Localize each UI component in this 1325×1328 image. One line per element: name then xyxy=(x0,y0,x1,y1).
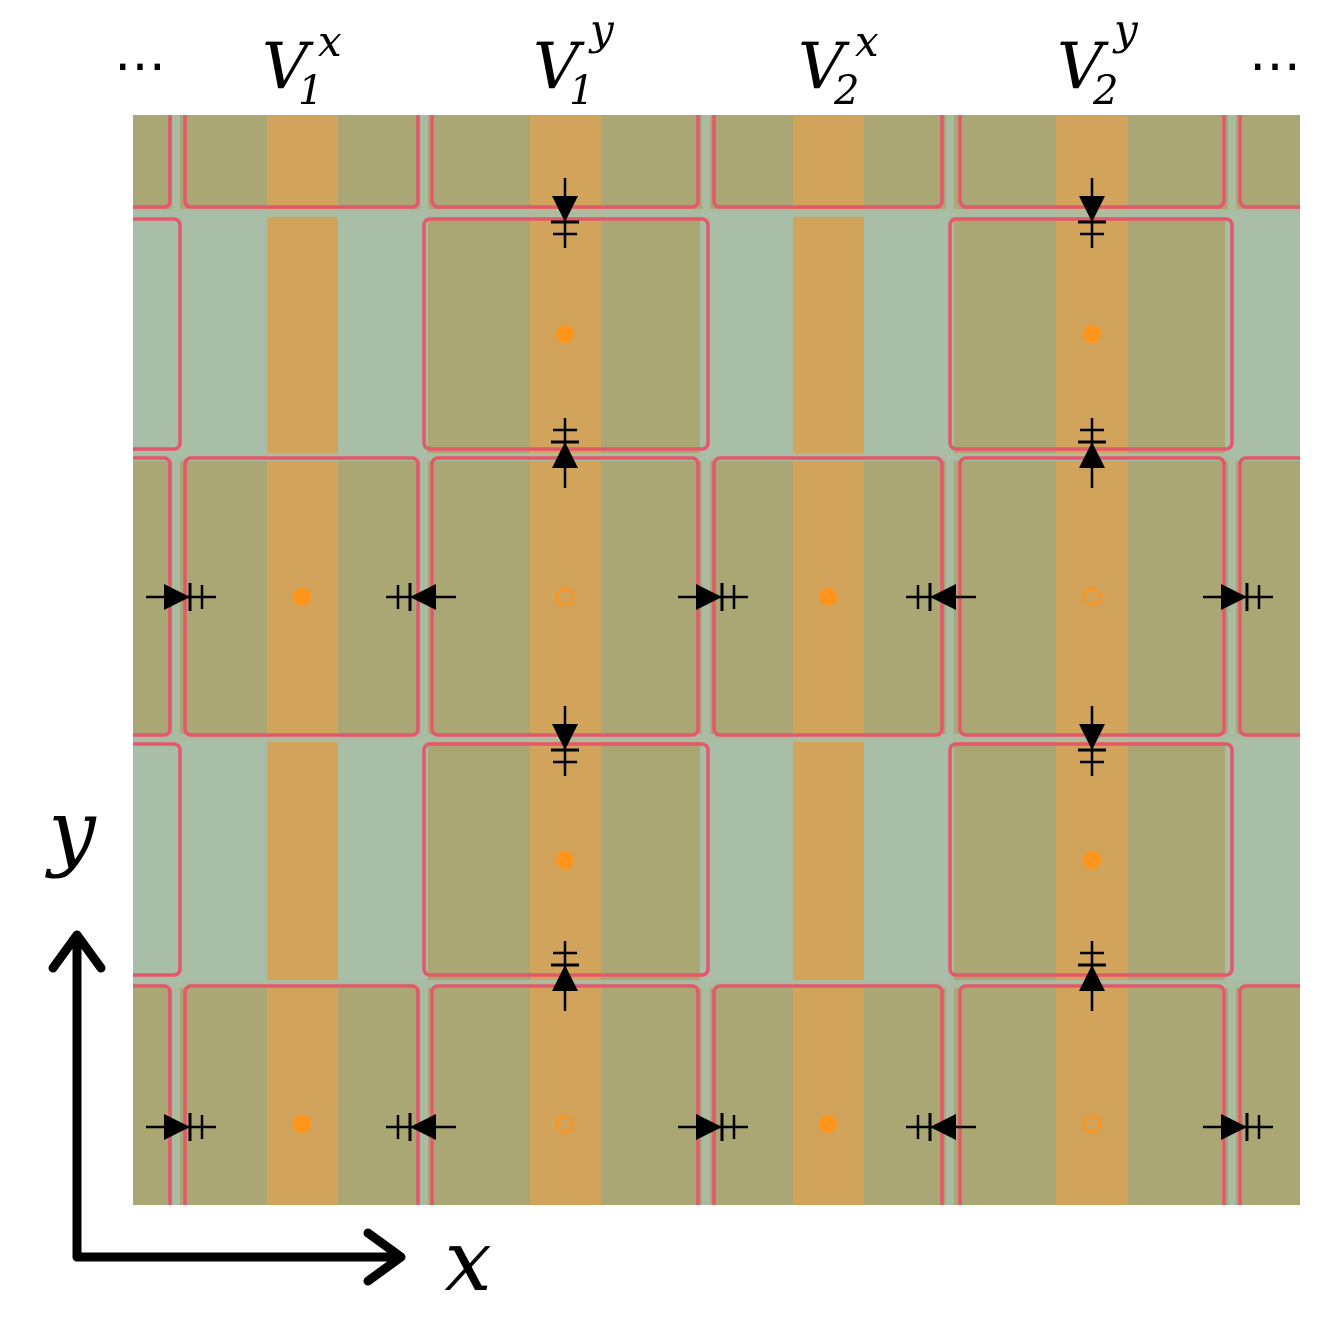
diode-arrow xyxy=(1078,178,1106,248)
ellipsis-right: … xyxy=(1249,23,1301,83)
channel-line xyxy=(702,115,710,1205)
diode-arrow xyxy=(551,418,579,488)
diode-triangle xyxy=(410,584,436,610)
diode-arrow xyxy=(1203,583,1273,611)
axis-label-y: y xyxy=(44,782,97,880)
diode-arrow xyxy=(551,941,579,1011)
diode-triangle xyxy=(164,584,190,610)
diode-triangle xyxy=(1221,584,1247,610)
channel-line xyxy=(420,115,428,1205)
gate-label-sub: 1 xyxy=(298,68,323,114)
diode-arrow xyxy=(146,1113,216,1141)
cell-outline xyxy=(1238,115,1300,209)
gate-label-sup: x xyxy=(855,17,879,66)
diode-triangle xyxy=(164,1114,190,1140)
gate-label-sup: x xyxy=(318,17,342,66)
gate-label-base: V xyxy=(533,30,585,104)
cell-outline xyxy=(712,115,944,209)
diode-arrow xyxy=(678,1113,748,1141)
diode-arrow xyxy=(551,706,579,776)
gate-column-band xyxy=(1056,115,1128,1205)
diode-triangle xyxy=(1079,965,1105,991)
gate-label-v2y: V 2 y xyxy=(1057,5,1139,114)
sage-region xyxy=(1225,740,1300,982)
gate-label-base: V xyxy=(1057,30,1109,104)
diode-arrow xyxy=(1203,1113,1273,1141)
site-dot-empty xyxy=(1082,587,1102,607)
diode-triangle xyxy=(930,1114,956,1140)
cell-outline xyxy=(133,742,182,977)
cell-outline xyxy=(133,115,172,209)
gate-label-sub: 2 xyxy=(1092,68,1118,114)
diode-arrow xyxy=(1078,706,1106,776)
gate-label-v1y: V 1 y xyxy=(533,5,615,114)
sage-region xyxy=(1225,212,1300,455)
gate-column-band xyxy=(793,115,864,1205)
diode-arrow xyxy=(678,583,748,611)
gate-label-sup: y xyxy=(588,5,615,54)
diode-triangle xyxy=(552,724,578,750)
diode-triangle xyxy=(410,1114,436,1140)
site-dot xyxy=(556,851,574,869)
gate-column-band xyxy=(530,115,601,1205)
cell-outline xyxy=(133,217,182,451)
diode-arrow xyxy=(386,1113,456,1141)
site-dot xyxy=(1083,325,1101,343)
y-axis-arrow xyxy=(48,930,106,1262)
diode-arrow xyxy=(906,583,976,611)
channel-line xyxy=(1228,115,1236,1205)
site-dot xyxy=(1083,851,1101,869)
gate-label-base: V xyxy=(262,30,314,104)
x-axis-arrow xyxy=(72,1228,406,1286)
diode-triangle xyxy=(552,965,578,991)
site-dot-empty xyxy=(555,587,575,607)
cell-outline xyxy=(183,115,420,209)
diode-arrow xyxy=(551,178,579,248)
gate-label-sub: 2 xyxy=(833,68,859,114)
channel-line xyxy=(172,115,180,1205)
diode-arrow xyxy=(1078,941,1106,1011)
diode-triangle xyxy=(696,1114,722,1140)
diode-triangle xyxy=(552,442,578,468)
channel-line xyxy=(133,734,1300,742)
ellipsis-left: … xyxy=(114,23,166,83)
diode-triangle xyxy=(930,584,956,610)
diode-triangle xyxy=(1079,724,1105,750)
diode-arrow xyxy=(906,1113,976,1141)
lattice-panel xyxy=(133,115,1300,1205)
site-dot xyxy=(819,588,837,606)
channel-line xyxy=(133,980,1300,988)
site-dot-empty xyxy=(1082,1114,1102,1134)
channel-line xyxy=(133,453,1300,461)
channel-line xyxy=(133,209,1300,217)
gate-label-base: V xyxy=(798,30,850,104)
site-dot xyxy=(293,1115,311,1133)
diode-arrow xyxy=(1078,418,1106,488)
diode-triangle xyxy=(1221,1114,1247,1140)
site-dot xyxy=(819,1115,837,1133)
diode-arrow xyxy=(146,583,216,611)
site-dot xyxy=(293,588,311,606)
site-dot xyxy=(556,325,574,343)
gate-label-sup: y xyxy=(1112,5,1139,54)
axis-label-x: x xyxy=(444,1212,491,1310)
gate-label-sub: 1 xyxy=(569,68,594,114)
site-dot-empty xyxy=(555,1114,575,1134)
diode-arrow xyxy=(386,583,456,611)
diode-triangle xyxy=(1079,442,1105,468)
gate-label-v1x: V 1 x xyxy=(262,17,342,114)
gate-column-band xyxy=(267,115,338,1205)
gate-label-v2x: V 2 x xyxy=(798,17,879,114)
axes-indicator: y x xyxy=(44,782,491,1310)
diode-triangle xyxy=(552,196,578,222)
cell-outline xyxy=(1238,984,1300,1205)
channel-line xyxy=(946,115,954,1205)
diode-triangle xyxy=(696,584,722,610)
diode-triangle xyxy=(1079,196,1105,222)
